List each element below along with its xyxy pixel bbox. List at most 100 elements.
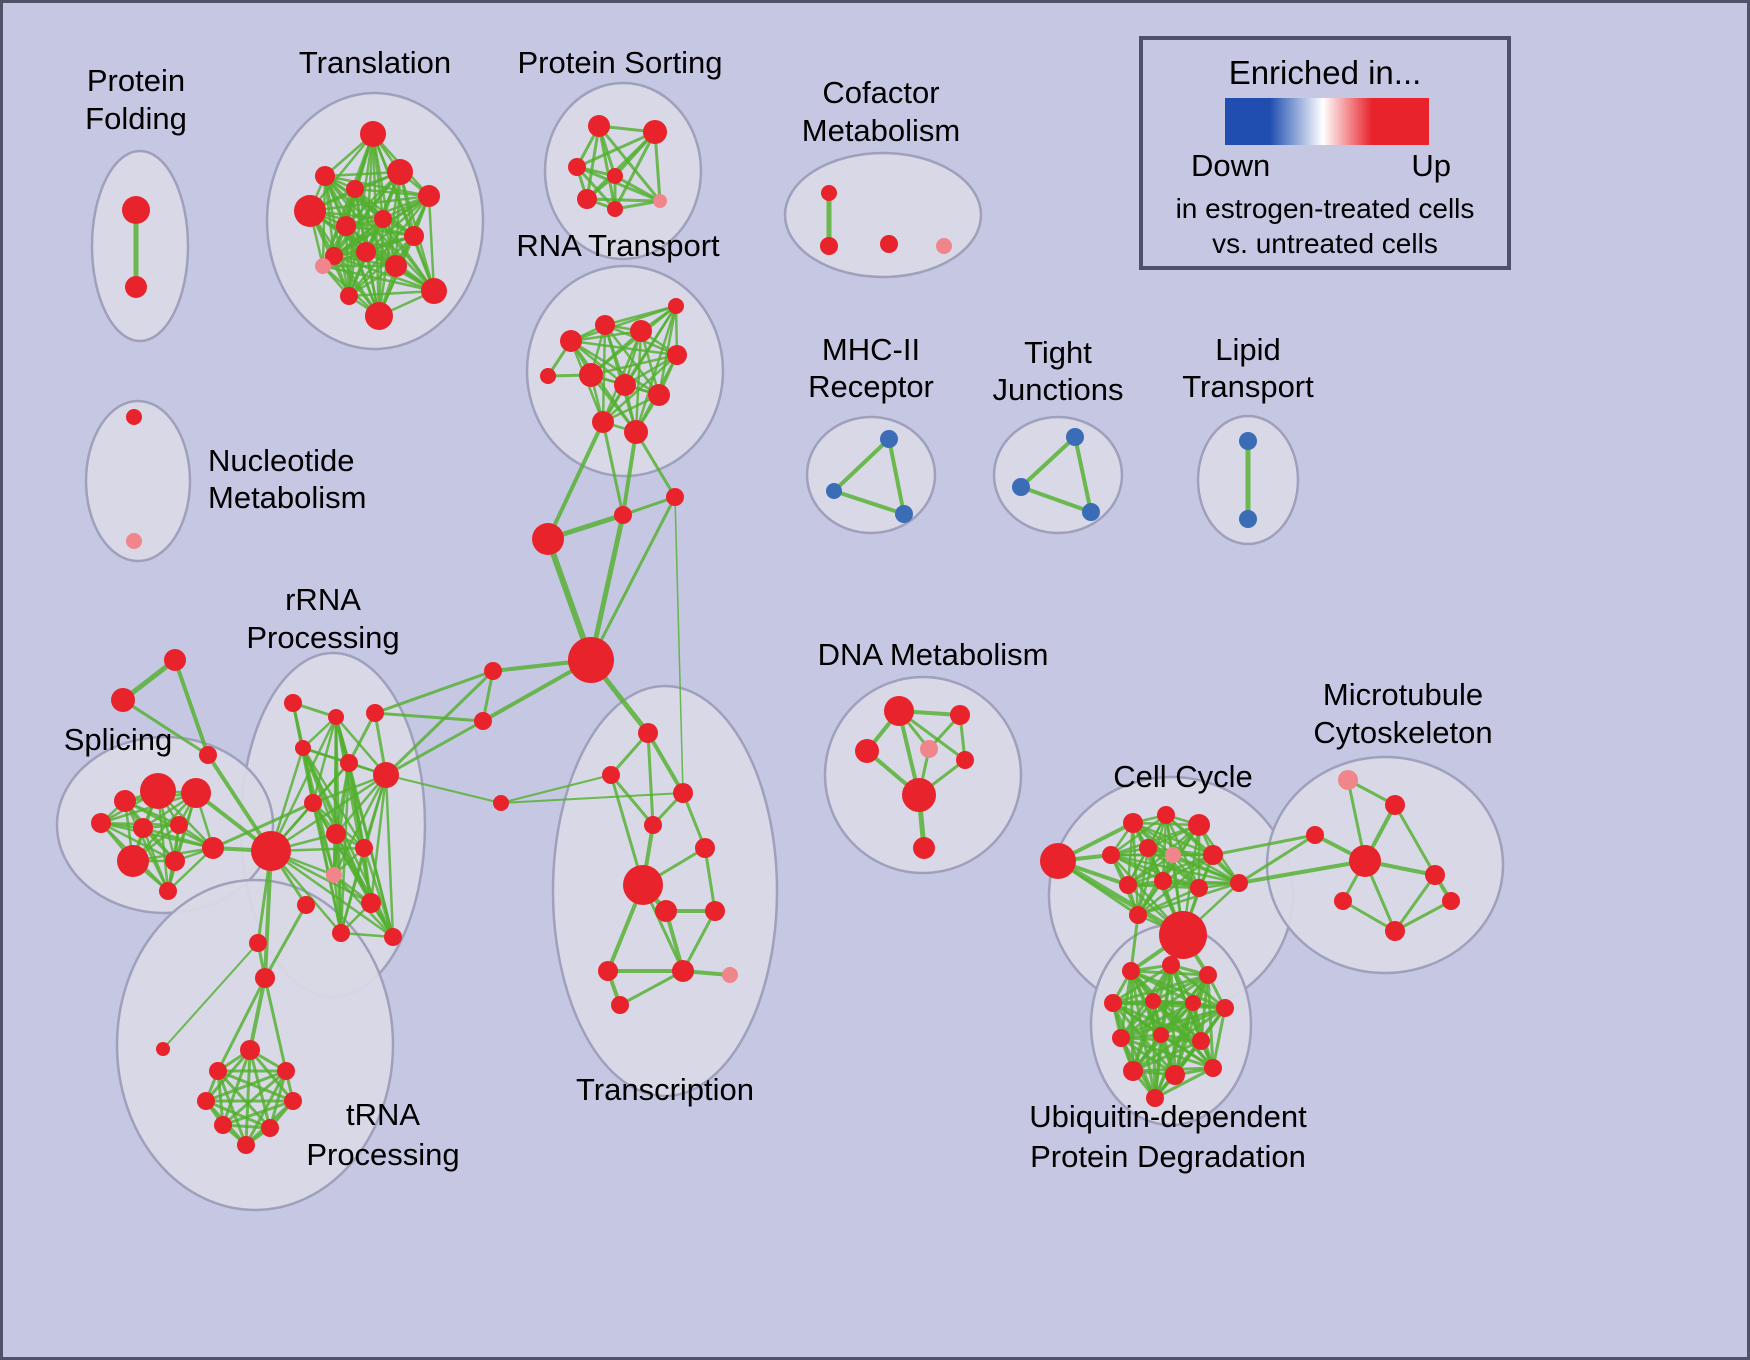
node-sp1 <box>140 773 176 809</box>
node-cn1 <box>614 506 632 524</box>
edge <box>364 194 431 254</box>
node-rp1 <box>284 694 302 712</box>
node-mh2 <box>826 483 842 499</box>
node-mc6 <box>1334 892 1352 910</box>
node-tc1 <box>638 723 658 743</box>
node-tc3 <box>673 783 693 803</box>
edge <box>1119 1001 1195 1040</box>
edge <box>634 430 677 499</box>
edge <box>323 174 431 198</box>
node-tl10 <box>325 247 343 265</box>
nodes <box>91 115 1460 1154</box>
edge <box>674 496 684 794</box>
node-mc1 <box>1338 770 1358 790</box>
edge <box>427 194 436 293</box>
node-rp14 <box>249 934 267 952</box>
node-sp5 <box>133 818 153 838</box>
edge <box>1341 899 1397 933</box>
edge <box>221 1048 252 1127</box>
node-rt3 <box>630 320 652 342</box>
node-tr6 <box>284 1092 302 1110</box>
edge <box>1131 1039 1203 1073</box>
edge <box>216 1069 248 1147</box>
edge <box>221 1069 288 1127</box>
node-rt5 <box>667 345 687 365</box>
edge <box>1151 999 1215 1070</box>
edge <box>369 773 388 905</box>
node-dm1 <box>884 696 914 726</box>
edge <box>244 1069 288 1147</box>
node-ub2 <box>1162 956 1180 974</box>
edge <box>613 174 662 203</box>
node-dm5 <box>956 751 974 769</box>
edge <box>589 304 678 377</box>
node-cc6 <box>1139 839 1157 857</box>
edge <box>1126 853 1215 887</box>
edge <box>601 420 625 517</box>
edge <box>1159 1006 1227 1037</box>
node-sp3 <box>114 790 136 812</box>
edge <box>308 132 375 213</box>
legend-down-label: Down <box>1191 148 1271 183</box>
edge <box>99 791 198 825</box>
node-ps5 <box>577 189 597 209</box>
cluster-label-transcription: Transcription <box>576 1072 754 1107</box>
node-ps6 <box>607 201 623 217</box>
node-cn2 <box>532 523 564 555</box>
node-cc12 <box>1230 874 1248 892</box>
edge <box>373 711 485 723</box>
edge <box>311 715 338 805</box>
edge <box>1111 973 1210 1005</box>
node-tl1 <box>360 121 386 147</box>
node-cc14 <box>1129 906 1147 924</box>
edge <box>373 669 495 715</box>
edge <box>585 197 662 203</box>
edge <box>1393 803 1437 877</box>
edge <box>344 194 431 228</box>
node-dm6 <box>902 778 936 812</box>
edge <box>362 846 395 939</box>
node-tr1 <box>255 968 275 988</box>
node-tr2 <box>240 1040 260 1060</box>
edge <box>546 420 605 541</box>
node-cn6 <box>474 712 492 730</box>
edge <box>384 719 485 777</box>
node-rt7 <box>614 374 636 396</box>
node-tx3 <box>199 746 217 764</box>
cluster-label-splicing: Splicing <box>64 722 173 757</box>
node-mc7 <box>1442 892 1460 910</box>
node-tc6 <box>623 865 663 905</box>
node-rt6 <box>579 363 603 387</box>
cluster-ellipse-nucleotide-metabolism <box>84 399 192 563</box>
node-tc10 <box>672 960 694 982</box>
edge <box>589 353 679 377</box>
node-ub10 <box>1192 1032 1210 1050</box>
edge <box>887 437 906 516</box>
node-cf4 <box>936 238 952 254</box>
cluster-label-translation: Translation <box>299 45 451 80</box>
node-rt10 <box>624 420 648 444</box>
edge <box>121 698 210 757</box>
edge <box>603 304 678 327</box>
node-ub3 <box>1199 966 1217 984</box>
node-ub6 <box>1185 995 1201 1011</box>
node-tl11 <box>356 242 376 262</box>
edge <box>1136 881 1241 917</box>
edge <box>1237 833 1317 885</box>
cluster-ellipse-tight-junctions <box>992 415 1124 535</box>
edge <box>621 430 638 517</box>
cluster-ellipse-cofactor-metabolism <box>783 151 983 279</box>
node-rp11 <box>326 867 342 883</box>
node-cf3 <box>880 235 898 253</box>
node-tr7 <box>214 1116 232 1134</box>
edge <box>301 746 366 850</box>
node-lp1 <box>1239 432 1257 450</box>
node-tj3 <box>1082 503 1100 521</box>
node-cn3 <box>666 488 684 506</box>
node-cn7 <box>493 795 509 811</box>
edge <box>1211 833 1317 857</box>
edge <box>1211 1006 1227 1070</box>
